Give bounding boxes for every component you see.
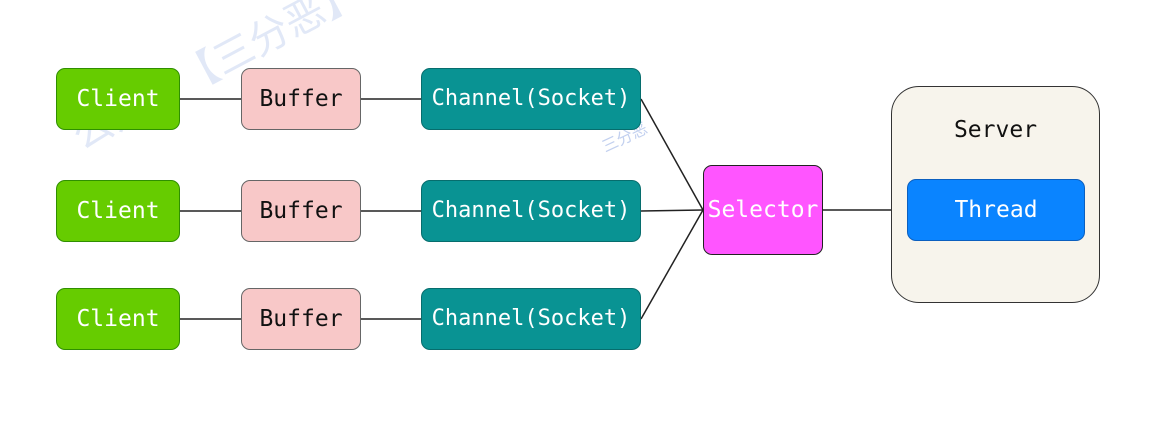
selector-node: Selector [703, 165, 823, 255]
channel-node-1: Channel(Socket) [421, 68, 641, 130]
connector-channel-selector-2 [640, 209, 704, 212]
buffer-node-1: Buffer [241, 68, 361, 130]
connector-channel-selector-1 [640, 98, 704, 211]
channel-node-3: Channel(Socket) [421, 288, 641, 350]
client-node-2: Client [56, 180, 180, 242]
connector-channel-selector-3 [640, 209, 704, 320]
server-container: Server Thread [891, 86, 1100, 303]
client-node-1: Client [56, 68, 180, 130]
channel-node-2: Channel(Socket) [421, 180, 641, 242]
thread-node: Thread [907, 179, 1085, 241]
buffer-node-2: Buffer [241, 180, 361, 242]
buffer-node-3: Buffer [241, 288, 361, 350]
client-node-3: Client [56, 288, 180, 350]
server-label: Server [953, 117, 1038, 143]
